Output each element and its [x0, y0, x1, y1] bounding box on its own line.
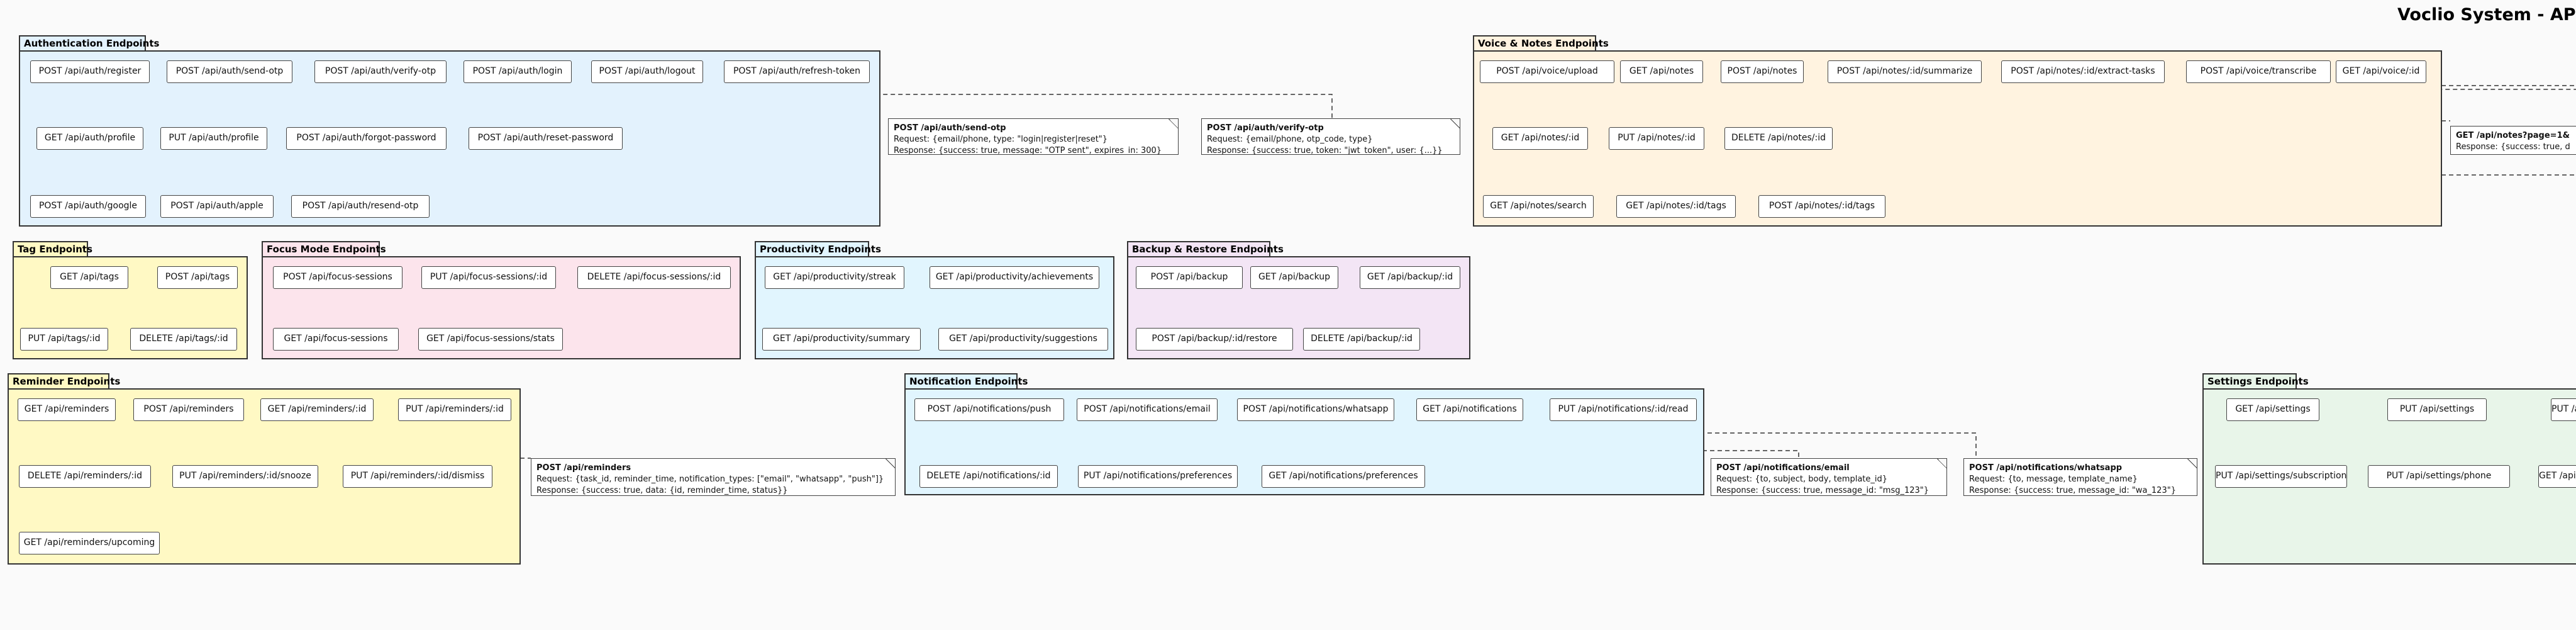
endpoint-node: POST /api/auth/register [30, 60, 150, 83]
endpoint-node: POST /api/auth/reset-password [469, 127, 623, 150]
endpoint-node: PUT /api/notifications/preferences [1078, 465, 1238, 488]
endpoint-node: POST /api/notifications/push [914, 398, 1064, 421]
endpoint-node: GET /api/productivity/achievements [930, 266, 1099, 289]
endpoint-node: POST /api/notes [1721, 60, 1804, 83]
note-line: Request: {to, message, template_name} [1969, 475, 2138, 484]
endpoint-node: DELETE /api/notifications/:id [919, 465, 1058, 488]
endpoint-node: POST /api/auth/login [464, 60, 572, 83]
endpoint-node: POST /api/notes/:id/summarize [1828, 60, 1982, 83]
endpoint-node: POST /api/voice/transcribe [2186, 60, 2331, 83]
endpoint-node: PUT /api/reminders/:id [398, 398, 511, 421]
note-line: Request: {task_id, reminder_time, notifi… [536, 475, 884, 484]
endpoint-node: GET /api/backup/:id [1360, 266, 1460, 289]
endpoint-node: GET /api/focus-sessions/stats [418, 328, 563, 351]
endpoint-node: POST /api/auth/forgot-password [286, 127, 447, 150]
note-line: Response: {success: true, data: {id, rem… [536, 486, 788, 495]
endpoint-node: GET /api/notes/search [1483, 195, 1594, 218]
endpoint-node: GET /api/auth/profile [36, 127, 143, 150]
focus-package-tab: Focus Mode Endpoints [262, 241, 386, 256]
note-line: Response: {success: true, token: "jwt_to… [1207, 146, 1443, 155]
endpoint-node: DELETE /api/reminders/:id [19, 465, 151, 488]
endpoint-node: GET /api/voice/:id [2336, 60, 2426, 83]
backup-package-tab: Backup & Restore Endpoints [1127, 241, 1284, 256]
notification-package-tab: Notification Endpoints [904, 373, 1028, 388]
endpoint-node: DELETE /api/notes/:id [1724, 127, 1833, 150]
endpoint-node: POST /api/voice/upload [1480, 60, 1614, 83]
note-header: POST /api/auth/verify-otp [1207, 123, 1324, 133]
endpoint-node: PUT /api/notes/:id [1609, 127, 1704, 150]
endpoint-node: GET /api/notifications [1416, 398, 1523, 421]
endpoint-node: POST /api/reminders [133, 398, 244, 421]
endpoint-node: DELETE /api/tags/:id [130, 328, 237, 351]
endpoint-node: PUT /api/reminders/:id/dismiss [343, 465, 492, 488]
endpoint-node: POST /api/notifications/whatsapp [1237, 398, 1394, 421]
endpoint-node: GET /api/focus-sessions [273, 328, 399, 351]
endpoint-node: GET /api/reminders [18, 398, 116, 421]
note-header: POST /api/reminders [536, 463, 631, 473]
endpoint-node: PUT /api/focus-sessions/:id [421, 266, 556, 289]
endpoint-node: PUT /api/settings [2387, 398, 2487, 421]
endpoint-node: GET /api/settings/notifications [2538, 465, 2576, 488]
endpoint-node: GET /api/notes [1620, 60, 1703, 83]
note-header: GET /api/notes?page=1& [2456, 131, 2570, 140]
endpoint-node: GET /api/tags [50, 266, 128, 289]
endpoint-node: PUT /api/tags/:id [20, 328, 108, 351]
endpoint-node: DELETE /api/backup/:id [1303, 328, 1420, 351]
productivity-package-tab: Productivity Endpoints [755, 241, 881, 256]
endpoint-node: POST /api/auth/logout [591, 60, 703, 83]
endpoint-node: POST /api/tags [157, 266, 238, 289]
endpoint-node: POST /api/auth/verify-otp [314, 60, 447, 83]
endpoint-node: GET /api/settings [2226, 398, 2319, 421]
auth-package-tab: Authentication Endpoints [19, 35, 159, 50]
note-line: Request: {to, subject, body, template_id… [1716, 475, 1888, 484]
note-line: Response: {success: true, d [2456, 142, 2570, 152]
endpoint-node: PUT /api/settings/phone [2368, 465, 2510, 488]
endpoint-node: POST /api/auth/send-otp [167, 60, 292, 83]
endpoint-node: GET /api/reminders/upcoming [19, 532, 160, 554]
endpoint-node: PUT /api/settings/subscription [2215, 465, 2347, 488]
note-line: Request: {email/phone, otp_code, type} [1207, 135, 1373, 144]
note-line: Response: {success: true, message_id: "m… [1716, 486, 1929, 495]
tag-package-tab: Tag Endpoints [13, 241, 92, 256]
note-notes-page: GET /api/notes?page=1&Response: {success… [2450, 126, 2576, 155]
endpoint-node: POST /api/focus-sessions [273, 266, 402, 289]
note-line: Response: {success: true, message_id: "w… [1969, 486, 2176, 495]
endpoint-node: PUT /api/reminders/:id/snooze [172, 465, 318, 488]
endpoint-node: POST /api/auth/resend-otp [291, 195, 430, 218]
endpoint-node: POST /api/auth/refresh-token [724, 60, 870, 83]
endpoint-node: GET /api/productivity/suggestions [938, 328, 1108, 351]
note-header: POST /api/notifications/email [1716, 463, 1850, 473]
reminder-package-tab: Reminder Endpoints [8, 373, 120, 388]
endpoint-node: POST /api/backup/:id/restore [1136, 328, 1293, 351]
endpoint-node: POST /api/auth/google [30, 195, 146, 218]
note-header: POST /api/notifications/whatsapp [1969, 463, 2123, 473]
endpoint-node: PUT /api/notifications/:id/read [1550, 398, 1697, 421]
endpoint-node: GET /api/notes/:id [1492, 127, 1588, 150]
endpoint-node: GET /api/backup [1250, 266, 1338, 289]
diagram-title: Voclio System - API Er [2397, 5, 2576, 25]
voice-package-tab: Voice & Notes Endpoints [1473, 35, 1609, 50]
endpoint-node: GET /api/reminders/:id [260, 398, 374, 421]
endpoint-node: POST /api/notes/:id/tags [1758, 195, 1885, 218]
endpoint-node: GET /api/notes/:id/tags [1616, 195, 1736, 218]
endpoint-node: GET /api/productivity/summary [762, 328, 921, 351]
note-line: Request: {email/phone, type: "login|regi… [894, 135, 1108, 144]
endpoint-node: GET /api/notifications/preferences [1262, 465, 1425, 488]
endpoint-node: POST /api/backup [1136, 266, 1243, 289]
endpoint-node: PUT /api/auth/profile [160, 127, 267, 150]
endpoint-node: DELETE /api/focus-sessions/:id [577, 266, 731, 289]
note-line: Response: {success: true, message: "OTP … [894, 146, 1162, 155]
endpoint-node: POST /api/notes/:id/extract-tasks [2001, 60, 2165, 83]
note-header: POST /api/auth/send-otp [894, 123, 1006, 133]
endpoint-node: POST /api/auth/apple [160, 195, 274, 218]
endpoint-node: GET /api/productivity/streak [765, 266, 904, 289]
endpoint-node: PUT /api/settings/language [2551, 398, 2576, 421]
settings-package-tab: Settings Endpoints [2202, 373, 2309, 388]
endpoint-node: POST /api/notifications/email [1077, 398, 1218, 421]
